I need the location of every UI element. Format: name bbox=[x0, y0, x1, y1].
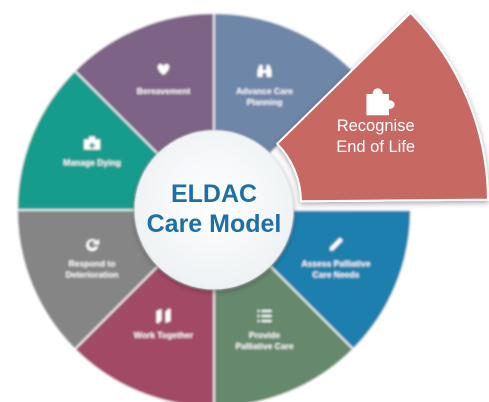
binoculars-icon bbox=[257, 65, 272, 78]
center-title-line-2: Care Model bbox=[147, 210, 282, 238]
segment-label: Bereavement bbox=[137, 86, 191, 96]
segment-label: End of Life bbox=[336, 138, 415, 156]
segment-label: Manage Dying bbox=[63, 157, 121, 167]
segment-label: Planning bbox=[247, 97, 283, 107]
segment-label: Provide bbox=[249, 330, 280, 340]
segment-label: Advance Care bbox=[236, 86, 293, 96]
segment-label: Respond to bbox=[69, 259, 116, 269]
pen-icon bbox=[329, 237, 343, 251]
center-title-line-1: ELDAC bbox=[171, 180, 257, 208]
segment-label: Recognise bbox=[337, 117, 415, 135]
list-icon bbox=[257, 309, 272, 322]
puzzle-icon bbox=[366, 88, 395, 116]
center-hub: ELDAC Care Model bbox=[134, 130, 294, 290]
heart-icon bbox=[157, 64, 170, 76]
handshake-icon bbox=[156, 308, 171, 323]
segment-label: Deterioration bbox=[66, 270, 119, 280]
medical-kit-icon bbox=[84, 136, 101, 150]
segment-label: Work Together bbox=[134, 330, 194, 340]
segment-label: Palliative Care bbox=[235, 341, 293, 351]
segment-label: Care Needs bbox=[313, 270, 360, 280]
center-circle bbox=[134, 130, 294, 290]
refresh-icon bbox=[86, 238, 100, 252]
segment-label: Assess Palliative bbox=[301, 259, 370, 269]
